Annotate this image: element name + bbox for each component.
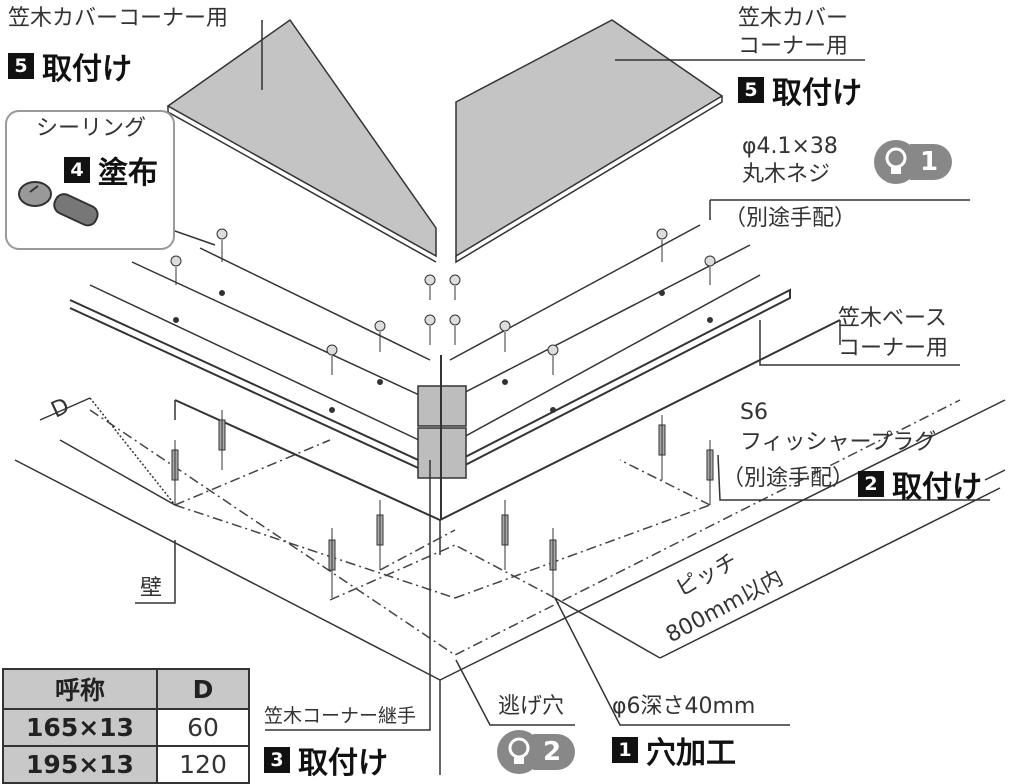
step-number: 1 xyxy=(612,737,638,763)
step-number: 5 xyxy=(738,77,764,103)
cap-base-right-rails xyxy=(439,288,791,479)
step-3: 3 取付け xyxy=(264,738,388,782)
step-number: 2 xyxy=(858,471,884,497)
table-header-d: D xyxy=(156,668,250,710)
step-4: 4 塗布 xyxy=(64,148,158,192)
cap-cover-left-label: 笠木カバーコーナー用 xyxy=(8,6,229,31)
table-row: 195×13 120 xyxy=(2,745,250,784)
cap-cover-left xyxy=(166,18,437,258)
spec-table: 呼称 D 165×13 60 195×13 120 xyxy=(2,668,250,784)
cap-base-label-1: 笠木ベース xyxy=(838,306,947,331)
step-2: 2 取付け xyxy=(858,462,982,506)
sealing-label: シーリング xyxy=(36,116,147,141)
badge-2: 2 xyxy=(497,730,576,774)
step-number: 3 xyxy=(264,747,290,773)
sealant-tube-icon xyxy=(18,181,99,227)
screw-note-label: （別途手配） xyxy=(724,206,857,231)
step-number: 5 xyxy=(8,53,34,79)
screw-type-label: 丸木ネジ xyxy=(742,162,831,187)
sealing-callout xyxy=(5,110,175,250)
cap-base-label-2: コーナー用 xyxy=(838,336,949,361)
cap-cover-right-label-1: 笠木カバー xyxy=(738,6,849,31)
badge-1: 1 xyxy=(874,140,953,184)
step-5-left: 5 取付け xyxy=(8,44,132,88)
table-header-name: 呼称 xyxy=(2,668,158,710)
cap-cover-right xyxy=(455,19,724,258)
screw-spec-label: φ4.1×38 xyxy=(742,134,838,159)
plug-type-label: フィッシャープラグ xyxy=(740,430,937,455)
step-1: 1 穴加工 xyxy=(612,728,736,772)
cap-cover-right-label-2: コーナー用 xyxy=(738,34,849,59)
step-5-right: 5 取付け xyxy=(738,68,862,112)
table-row: 165×13 60 xyxy=(2,708,250,747)
wall-label: 壁 xyxy=(140,576,163,601)
step-number: 4 xyxy=(64,157,90,183)
hole-spec-label: φ6深さ40mm xyxy=(612,694,756,719)
plug-size-label: S6 xyxy=(740,400,768,425)
plug-note-label: （別途手配） xyxy=(722,466,855,491)
joint-label: 笠木コーナー継手 xyxy=(264,705,417,727)
relief-hole-label: 逃げ穴 xyxy=(498,694,565,719)
